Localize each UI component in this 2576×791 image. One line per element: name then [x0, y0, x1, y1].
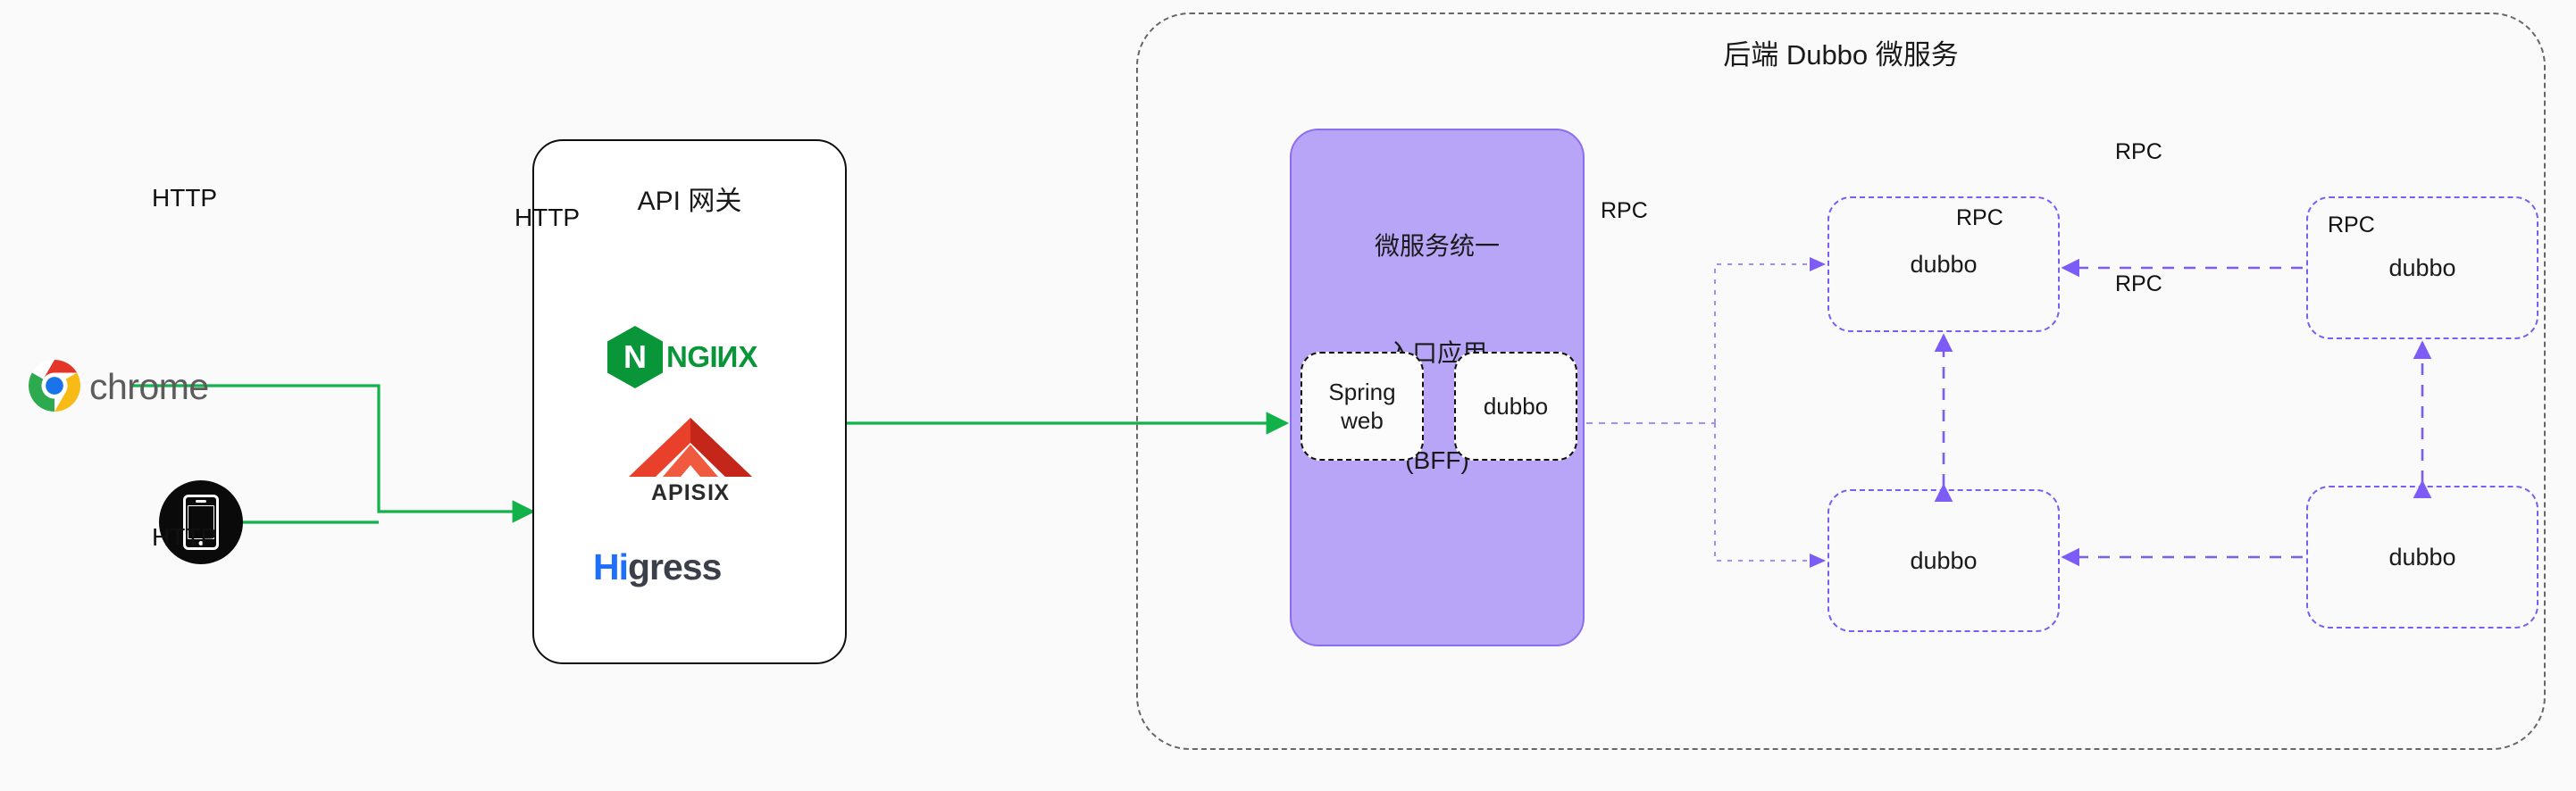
edge-label-http-gateway-to-bff: HTTP	[514, 204, 581, 231]
edge-label-http-chrome: HTTP	[152, 184, 218, 212]
chrome-label: chrome	[89, 366, 209, 407]
nginx-word-flipped-n: N	[717, 340, 739, 373]
phone-screen	[188, 505, 214, 539]
edge-label-rpc-top-row: RPC	[2115, 139, 2162, 164]
backend-container-title: 后端 Dubbo 微服务	[1723, 39, 1959, 71]
microservice-box-bottom-left[interactable]: dubbo	[1827, 489, 2060, 632]
higress-wordmark-hi: Hi	[593, 546, 629, 587]
edge-label-rpc-bff: RPC	[1601, 198, 1648, 223]
edge-label-rpc-left-column: RPC	[1956, 205, 2003, 230]
api-gateway-box[interactable]	[532, 139, 847, 664]
nginx-logo-icon: N NGINX	[607, 325, 777, 389]
higress-wordmark-rest: gress	[628, 546, 722, 587]
edge-label-rpc-right-column: RPC	[2328, 212, 2375, 237]
nginx-word-part1: NGI	[666, 340, 718, 373]
phone-body	[183, 495, 219, 550]
apisix-logo-icon: APISIX	[625, 414, 756, 507]
nginx-hexagon-mark: N	[607, 326, 663, 388]
phone-home-button	[198, 541, 204, 545]
apisix-wordmark: APISIX	[651, 480, 730, 505]
nginx-wordmark: NGINX	[666, 340, 758, 374]
nginx-word-part3: X	[738, 340, 758, 373]
microservice-box-top-right[interactable]: dubbo	[2306, 196, 2538, 339]
apisix-word-flipped-i: I	[707, 480, 715, 505]
microservice-box-top-left[interactable]: dubbo	[1827, 196, 2060, 332]
higress-logo-icon: Higress	[593, 541, 786, 593]
chrome-logo-icon	[29, 360, 80, 412]
microservice-box-bottom-right[interactable]: dubbo	[2306, 486, 2538, 629]
bff-title-line1: 微服务统一	[1374, 232, 1500, 260]
phone-speaker	[196, 500, 206, 503]
bff-spring-web-box[interactable]: Spring web	[1301, 352, 1424, 461]
backend-dubbo-container	[1136, 12, 2546, 750]
edge-label-rpc-bottom-row: RPC	[2115, 271, 2162, 296]
bff-dubbo-box[interactable]: dubbo	[1454, 352, 1577, 461]
edge-label-http-mobile: HTTP	[152, 523, 218, 551]
mobile-phone-icon	[159, 480, 243, 564]
api-gateway-title: API 网关	[637, 187, 742, 216]
apisix-chevron-mark	[629, 418, 752, 477]
